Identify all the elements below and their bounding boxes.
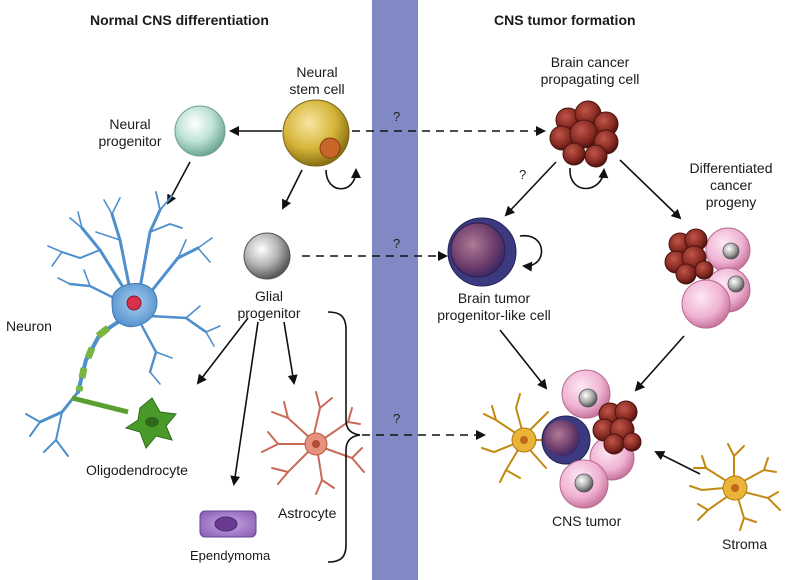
- label-astrocyte: Astrocyte: [278, 505, 337, 521]
- label-neuron: Neuron: [6, 318, 52, 334]
- stroma-cell: [689, 443, 781, 531]
- label-differentiated-line2: cancer: [709, 177, 753, 193]
- label-glial-progenitor-line2: progenitor: [237, 305, 301, 321]
- ependymoma-cell: [199, 510, 257, 538]
- label-differentiated-line1: Differentiated: [689, 160, 773, 176]
- arrow-stroma-to-tumor: [654, 451, 701, 475]
- neuron-body: [111, 283, 158, 328]
- label-stroma: Stroma: [722, 536, 768, 552]
- brain-cancer-propagating-cell: [549, 100, 619, 168]
- neuron-cell: [25, 191, 221, 457]
- label-btplc-line2: progenitor-like cell: [437, 307, 551, 323]
- cns-tumor-cluster: [481, 369, 642, 509]
- label-glial-progenitor-line1: Glial: [254, 288, 283, 304]
- arrow-differentiated-to-tumor: [634, 335, 685, 392]
- neural-stem-cell: [282, 99, 361, 190]
- label-neural-stem-cell: Neural stem cell: [282, 64, 352, 98]
- label-neural-stem-cell-line1: Neural: [296, 64, 338, 80]
- label-neural-progenitor-line1: Neural: [109, 116, 151, 132]
- arrow-glial-to-ependymoma: [230, 321, 259, 486]
- question-mark-1: ?: [393, 109, 401, 124]
- label-brain-cancer-propagating-cell: Brain cancer propagating cell: [530, 54, 650, 88]
- differentiated-cancer-progeny: [664, 227, 751, 329]
- glial-progenitor-cell: [243, 232, 291, 280]
- oligodendrocyte-cell: [71, 395, 177, 449]
- astrocyte-cell: [261, 391, 365, 495]
- header-cns-tumor: CNS tumor formation: [494, 12, 636, 28]
- myelin-segments: [75, 325, 111, 392]
- label-glial-progenitor: Glial progenitor: [234, 288, 304, 322]
- arrow-bcpc-to-btplc: [504, 161, 557, 217]
- label-differentiated-cancer-progeny: Differentiated cancer progeny: [676, 160, 786, 211]
- arrow-stem-to-glial: [282, 169, 303, 210]
- brace: [327, 311, 361, 563]
- brain-tumor-progenitor-like-cell: [447, 217, 543, 287]
- arrow-glial-to-oligo: [196, 317, 249, 385]
- label-neural-progenitor-line2: progenitor: [98, 133, 162, 149]
- label-oligodendrocyte: Oligodendrocyte: [86, 462, 188, 478]
- label-differentiated-line3: progeny: [705, 194, 757, 210]
- arrow-bcpc-to-differentiated: [619, 159, 682, 220]
- label-ependymoma: Ependymoma: [190, 548, 271, 563]
- label-brain-tumor-progenitor-like-cell: Brain tumor progenitor-like cell: [424, 290, 564, 324]
- label-cns-tumor: CNS tumor: [552, 513, 622, 529]
- question-mark-3: ?: [393, 236, 401, 251]
- arrow-glial-to-astrocyte: [283, 321, 298, 385]
- neural-progenitor-cell: [174, 105, 226, 157]
- header-normal-cns: Normal CNS differentiation: [90, 12, 269, 28]
- self-renew-arrow-bcpc: [569, 167, 609, 190]
- label-bcpc-line1: Brain cancer: [550, 54, 630, 70]
- question-mark-4: ?: [393, 411, 401, 426]
- question-mark-2: ?: [519, 167, 527, 182]
- label-neural-progenitor: Neural progenitor: [92, 116, 168, 150]
- label-bcpc-line2: propagating cell: [540, 71, 640, 87]
- arrow-btplc-to-tumor: [499, 329, 548, 390]
- label-neural-stem-cell-line2: stem cell: [289, 81, 345, 97]
- divider-bar: [372, 0, 418, 580]
- label-btplc-line1: Brain tumor: [457, 290, 531, 306]
